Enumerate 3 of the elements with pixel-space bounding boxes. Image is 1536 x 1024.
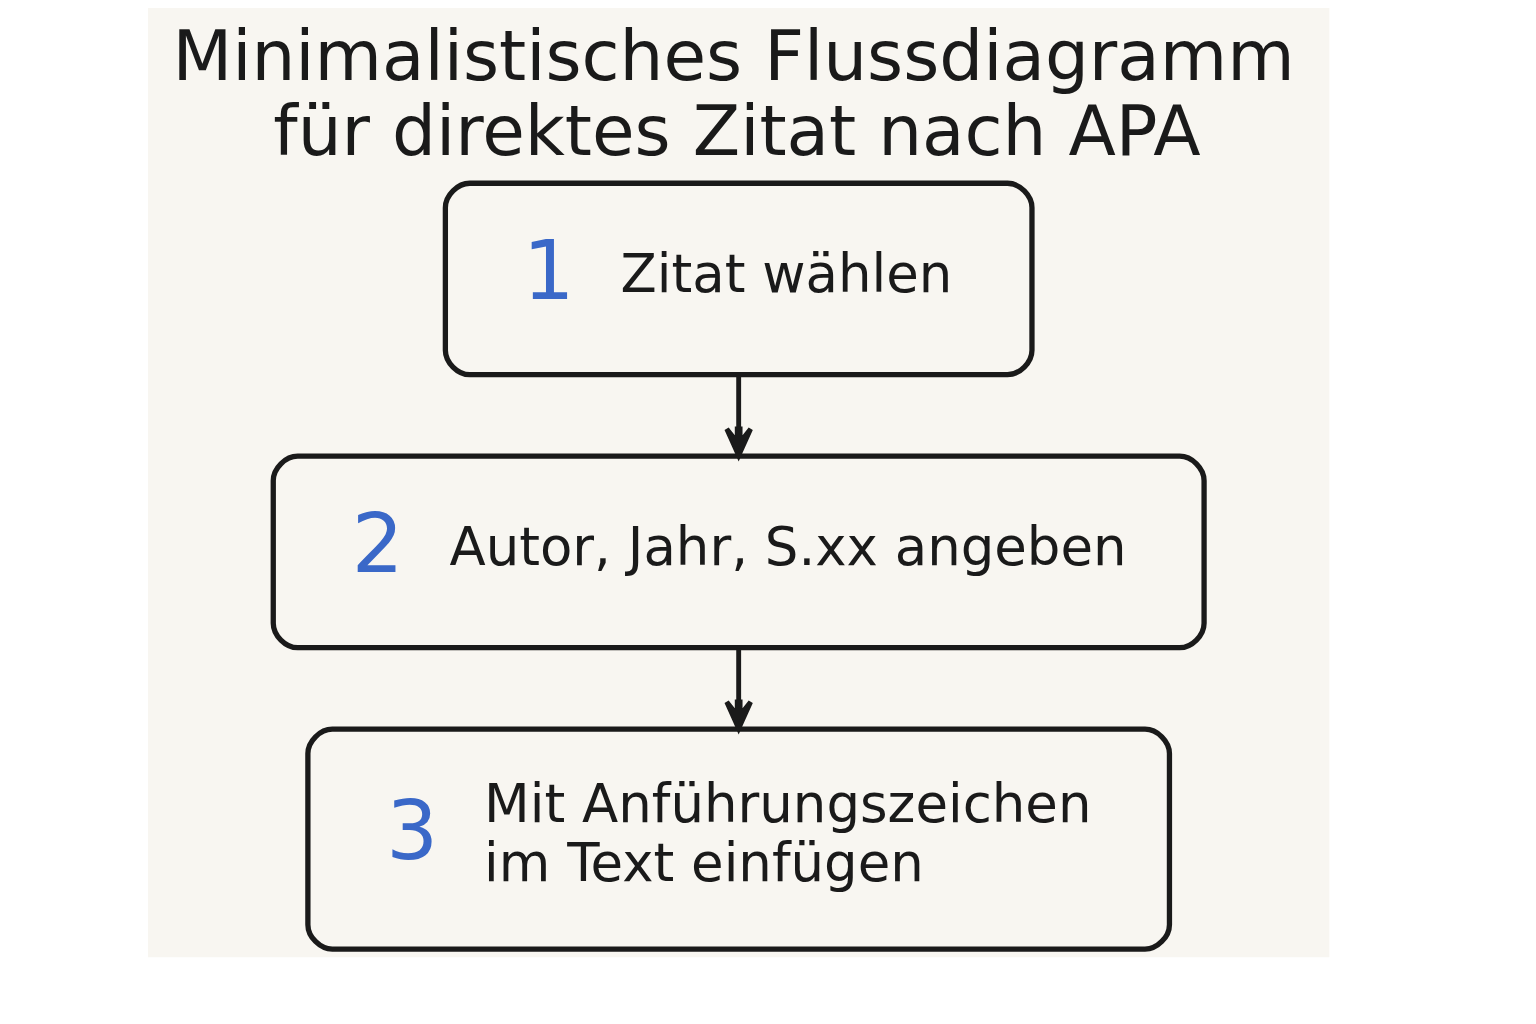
diagram-title: Minimalistisches Flussdiagramm für direktes Zitat nach APA xyxy=(172,15,1295,172)
node-box: 1 Zitat wählen xyxy=(442,180,1035,378)
node-box: 2 Autor, Jahr, S.xx angeben xyxy=(270,453,1207,651)
